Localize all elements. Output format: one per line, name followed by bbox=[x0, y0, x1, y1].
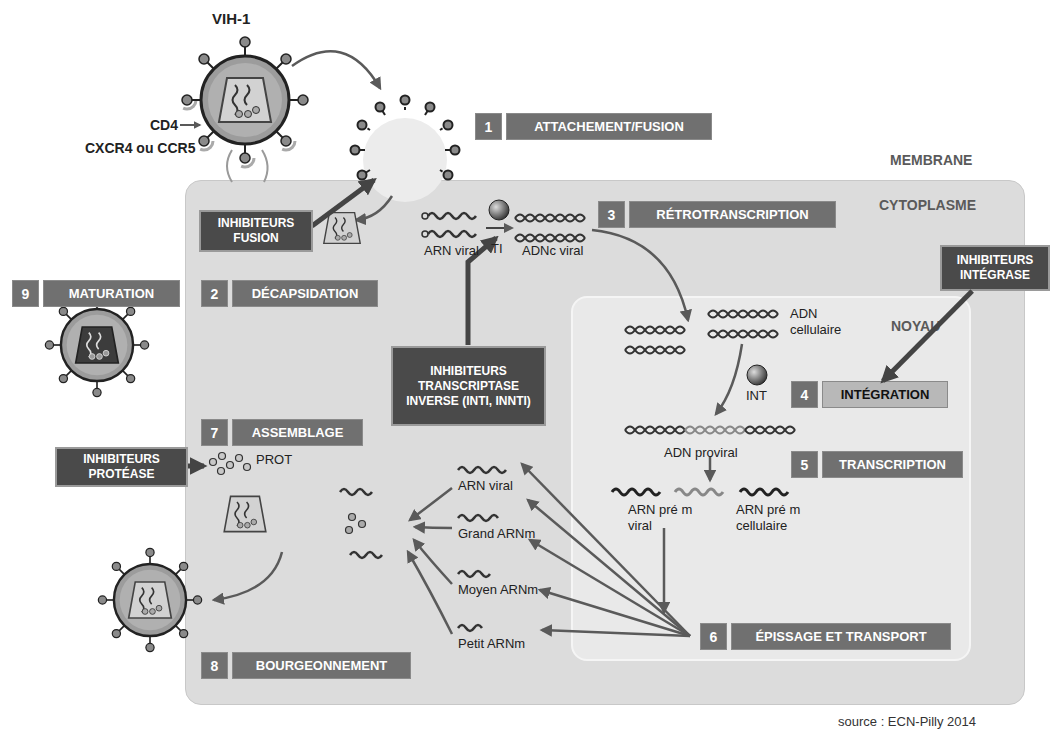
step-box: 3RÉTROTRANSCRIPTION bbox=[598, 201, 836, 228]
pointer-arrow bbox=[180, 124, 200, 126]
budding-virion bbox=[129, 582, 172, 618]
step-name: ASSEMBLAGE bbox=[232, 419, 363, 446]
membrane-link bbox=[262, 150, 268, 182]
text-label: ARN pré m viral bbox=[628, 502, 700, 533]
inhibitor-label: INHIBITEURS PROTÉASE bbox=[61, 452, 182, 482]
step-name: TRANSCRIPTION bbox=[822, 451, 963, 478]
step-name: ÉPISSAGE ET TRANSPORT bbox=[731, 623, 951, 650]
step-number: 6 bbox=[700, 623, 727, 650]
text-label: Grand ARNm bbox=[458, 526, 535, 542]
text-label: ARN viral bbox=[424, 243, 479, 259]
hiv-virion bbox=[178, 37, 308, 167]
fusion-fragments bbox=[380, 107, 385, 115]
text-label: ADN cellulaire bbox=[790, 306, 856, 337]
step-box: 4INTÉGRATION bbox=[791, 381, 948, 408]
inhibitor-label: INHIBITEURS FUSION bbox=[205, 216, 307, 246]
step-number: 9 bbox=[12, 280, 39, 307]
step-number: 5 bbox=[791, 451, 818, 478]
text-label: ARN pré m cellulaire bbox=[736, 502, 816, 533]
text-label: MEMBRANE bbox=[890, 152, 972, 169]
text-label: PROT bbox=[256, 452, 292, 468]
text-label: INT bbox=[746, 388, 767, 404]
step-number: 4 bbox=[791, 381, 818, 408]
step-box: 8BOURGEONNEMENT bbox=[201, 652, 411, 679]
fusion-fragments bbox=[440, 170, 448, 175]
region-title: CYTOPLASME bbox=[879, 197, 976, 213]
fusion-fragments bbox=[404, 100, 406, 110]
text-label: VIH-1 bbox=[212, 10, 250, 28]
step-number: 8 bbox=[201, 652, 228, 679]
membrane-link bbox=[227, 150, 268, 182]
text-label: source : ECN-Pilly 2014 bbox=[838, 714, 976, 730]
receptor-arc bbox=[178, 91, 295, 167]
region-title: NOYAU bbox=[891, 318, 940, 334]
inhibitor-box: INHIBITEURS FUSION bbox=[199, 210, 313, 252]
step-name: ATTACHEMENT/FUSION bbox=[506, 113, 712, 140]
budding-virion bbox=[114, 564, 186, 636]
step-box: 2DÉCAPSIDATION bbox=[201, 280, 378, 307]
hiv-virion bbox=[201, 56, 289, 144]
fusion-fragments bbox=[401, 96, 410, 105]
fusion-fragments bbox=[358, 171, 367, 180]
inhibitor-box: INHIBITEURS INTÉGRASE bbox=[940, 245, 1050, 291]
fusion-fragments bbox=[376, 103, 385, 112]
fusion-fragments bbox=[362, 125, 370, 130]
step-box: 1ATTACHEMENT/FUSION bbox=[475, 113, 712, 140]
fusion-fragments bbox=[351, 96, 460, 180]
membrane-link bbox=[227, 150, 232, 182]
text-label: CD4 bbox=[150, 117, 178, 134]
receptor-arc bbox=[236, 149, 254, 167]
text-label: TI bbox=[491, 241, 503, 257]
inhibitor-label: INHIBITEURS INTÉGRASE bbox=[946, 253, 1044, 283]
step-number: 2 bbox=[201, 280, 228, 307]
step-number: 1 bbox=[475, 113, 502, 140]
inhibitor-box: INHIBITEURS PROTÉASE bbox=[55, 447, 188, 487]
mature-virion bbox=[76, 327, 119, 363]
step-name: BOURGEONNEMENT bbox=[232, 652, 411, 679]
step-box: 5TRANSCRIPTION bbox=[791, 451, 963, 478]
step-name: DÉCAPSIDATION bbox=[232, 280, 378, 307]
mature-virion bbox=[45, 293, 148, 396]
receptor-arc bbox=[277, 132, 295, 150]
text-label: ADNc viral bbox=[522, 243, 583, 259]
fusion-fragments bbox=[362, 170, 370, 175]
step-number: 3 bbox=[598, 201, 625, 228]
fusion-fragments bbox=[426, 103, 435, 112]
hiv-virion bbox=[182, 37, 308, 163]
step-box: 6ÉPISSAGE ET TRANSPORT bbox=[700, 623, 951, 650]
text-label: ADN proviral bbox=[664, 445, 738, 461]
fusion-fragments bbox=[355, 149, 365, 151]
step-name: INTÉGRATION bbox=[822, 381, 948, 408]
fusion-fragments bbox=[351, 146, 360, 155]
step-name: MATURATION bbox=[43, 280, 180, 307]
fusion-fragments bbox=[444, 121, 453, 130]
fusion-fragments bbox=[445, 149, 455, 151]
mature-virion bbox=[45, 293, 148, 396]
text-label: Petit ARNm bbox=[458, 636, 525, 652]
inhibitor-box: INHIBITEURS TRANSCRIPTASE INVERSE (INTI,… bbox=[391, 346, 546, 426]
receptor-arc bbox=[178, 91, 196, 109]
step-box: 7ASSEMBLAGE bbox=[201, 419, 363, 446]
step-number: 7 bbox=[201, 419, 228, 446]
text-label: ARN viral bbox=[458, 478, 513, 494]
fusion-fragments bbox=[440, 125, 448, 130]
receptor-arc bbox=[195, 132, 213, 150]
fusion-fragments bbox=[444, 171, 453, 180]
step-box: 9MATURATION bbox=[12, 280, 180, 307]
step-name: RÉTROTRANSCRIPTION bbox=[629, 201, 836, 228]
inhibitor-label: INHIBITEURS TRANSCRIPTASE INVERSE (INTI,… bbox=[397, 364, 540, 409]
cell-cytoplasm: CYTOPLASME INHIBITEURS FUSION 3RÉTROTRANSC… bbox=[185, 180, 1025, 705]
text-label: Moyen ARNm bbox=[458, 582, 538, 598]
flow-arrow bbox=[292, 51, 380, 88]
fusion-fragments bbox=[358, 121, 367, 130]
fusion-fragments bbox=[451, 146, 460, 155]
text-label: CXCR4 ou CCR5 bbox=[85, 140, 195, 157]
nucleus-region: NOYAU 4INTÉGRATION 5TRANSCRIPTION 6ÉPISSAGE… bbox=[571, 296, 971, 661]
hiv-virion bbox=[219, 78, 271, 122]
fusion-fragments bbox=[425, 107, 430, 115]
mature-virion bbox=[61, 309, 133, 381]
